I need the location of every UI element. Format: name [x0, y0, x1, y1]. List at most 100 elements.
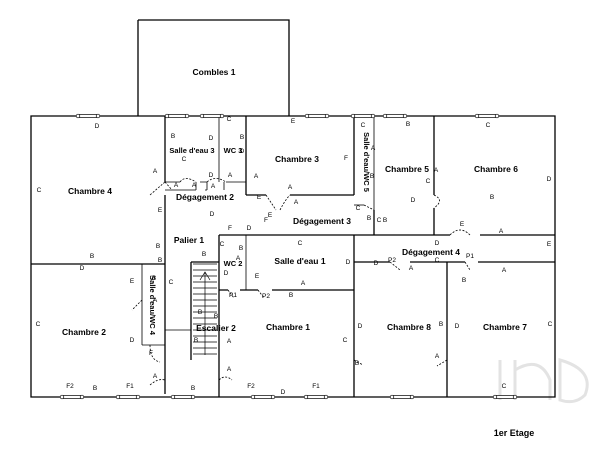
opening-label: F1 — [312, 383, 320, 390]
wall-label: C — [548, 321, 553, 328]
wall-label: D — [80, 265, 85, 272]
window-cap — [199, 113, 205, 119]
window-marker — [252, 395, 274, 399]
wall-label: A — [254, 173, 259, 180]
wall-label: C — [435, 257, 440, 264]
window-marker — [352, 114, 374, 118]
wall-label: E — [291, 118, 296, 125]
window-cap — [164, 113, 170, 119]
window-cap — [250, 394, 256, 400]
wall-label: E — [158, 207, 163, 214]
wall-label: D — [358, 323, 363, 330]
wall-label: B — [462, 277, 466, 284]
window-marker — [384, 114, 406, 118]
room-chambre-4: Chambre 4 — [68, 186, 112, 196]
room-salle-deau-1: Salle d'eau 1 — [274, 256, 325, 266]
window-cap — [184, 113, 190, 119]
plan-caption: 1er Etage — [494, 428, 535, 438]
wall-label: D — [281, 389, 286, 396]
window-marker — [61, 395, 83, 399]
wall-label: A — [227, 366, 232, 373]
wall-label: D — [547, 176, 552, 183]
window-marker — [166, 114, 188, 118]
wall-label: C — [227, 116, 232, 123]
wall-label: B — [370, 173, 374, 180]
wall-label: B — [406, 121, 410, 128]
window-cap — [304, 113, 310, 119]
wall-label: E — [257, 194, 262, 201]
window-cap — [190, 394, 196, 400]
windows — [59, 113, 518, 400]
wall-label: B — [152, 275, 156, 282]
wall-label: C — [298, 240, 303, 247]
room-chambre-8: Chambre 8 — [387, 322, 431, 332]
wall-label: E — [547, 241, 552, 248]
window-marker — [117, 395, 139, 399]
wall-label: B — [240, 134, 244, 141]
window-cap — [402, 113, 408, 119]
window-marker — [172, 395, 194, 399]
wall-label: D — [210, 211, 215, 218]
wall-label: D — [224, 270, 229, 277]
window-cap — [474, 113, 480, 119]
wall-label: B — [289, 292, 293, 299]
window-marker — [77, 114, 99, 118]
window-cap — [512, 394, 518, 400]
wall-label: B — [191, 385, 195, 392]
room-degagement-2: Dégagement 2 — [176, 192, 234, 202]
room-chambre-1: Chambre 1 — [266, 322, 310, 332]
window-cap — [95, 113, 101, 119]
room-chambre-7: Chambre 7 — [483, 322, 527, 332]
wall-label: B — [367, 215, 371, 222]
window-cap — [494, 113, 500, 119]
wall-label: E — [268, 212, 273, 219]
window-cap — [75, 113, 81, 119]
room-wc-3: WC 3 — [224, 146, 243, 155]
wall-label: C — [486, 122, 491, 129]
wall-label: F — [344, 155, 348, 162]
window-cap — [370, 113, 376, 119]
wall-label: D — [247, 225, 252, 232]
window-cap — [135, 394, 141, 400]
window-marker — [305, 395, 327, 399]
wall-label: C — [182, 156, 187, 163]
room-salle-deau-wc-5: Salle d'eau/WC 5 — [362, 132, 371, 192]
wall-label: C — [220, 241, 225, 248]
wall-label: D — [435, 240, 440, 247]
window-cap — [324, 113, 330, 119]
wall-label: E — [255, 273, 260, 280]
wall-label: A — [409, 265, 414, 272]
wall-label: E — [460, 221, 465, 228]
window-cap — [115, 394, 121, 400]
room-names: Combles 1 Chambre 4 Salle d'eau 3 WC 3 C… — [62, 67, 527, 337]
wall-label: B — [90, 253, 94, 260]
opening-label: F1 — [126, 383, 134, 390]
room-chambre-2: Chambre 2 — [62, 327, 106, 337]
wall-label: B — [156, 243, 160, 250]
room-escalier-2: Escalier 2 — [196, 323, 236, 333]
wall-label: A — [502, 267, 507, 274]
window-marker — [476, 114, 498, 118]
watermark-logo — [498, 358, 589, 404]
window-cap — [382, 113, 388, 119]
wall-label: B — [383, 217, 387, 224]
stair-arrow-icon — [199, 271, 211, 355]
doors — [131, 178, 471, 386]
wall-label: C — [36, 321, 41, 328]
opening-label: F2 — [247, 383, 255, 390]
wall-label: B — [194, 337, 198, 344]
wall-label: C — [169, 279, 174, 286]
wall-label: A — [434, 167, 439, 174]
wall-label: A — [211, 183, 216, 190]
window-marker — [494, 395, 516, 399]
staircase — [193, 263, 217, 355]
wall-label: B — [355, 360, 359, 367]
wall-label: D — [346, 259, 351, 266]
wall-label: D — [374, 260, 379, 267]
wall-label: D — [130, 337, 135, 344]
window-cap — [219, 113, 225, 119]
wall-label: A — [228, 172, 233, 179]
wall-label: B — [202, 251, 206, 258]
room-chambre-3: Chambre 3 — [275, 154, 319, 164]
room-salle-deau-wc-4: Salle d'eau/WC 4 — [148, 275, 157, 336]
